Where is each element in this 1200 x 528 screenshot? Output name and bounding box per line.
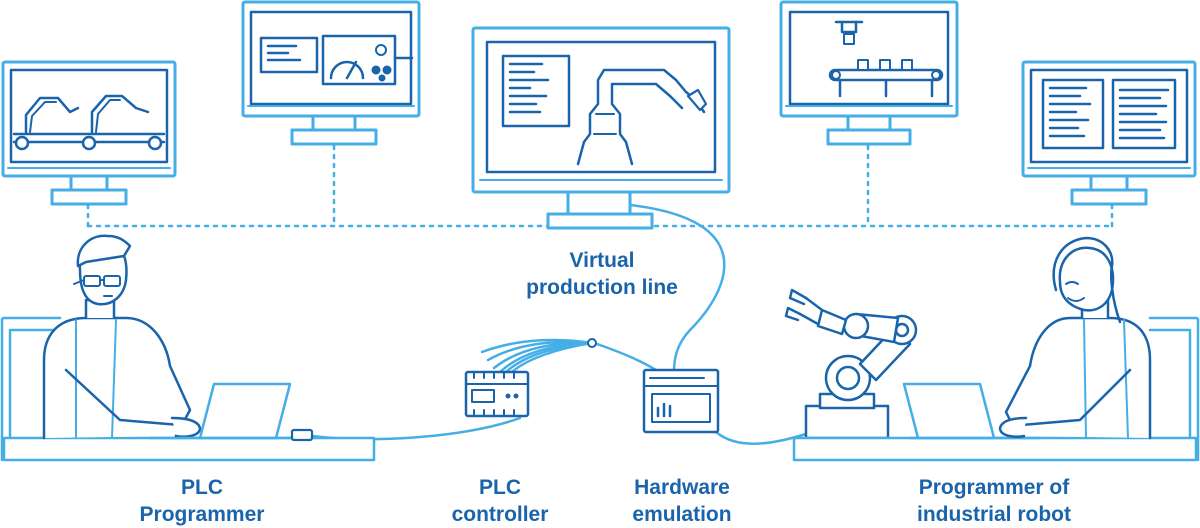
person-icon xyxy=(998,236,1152,440)
label-plc-programmer: PLC Programmer xyxy=(112,474,292,528)
laptop-icon xyxy=(148,382,298,440)
monitor-gauge-icon xyxy=(241,0,421,146)
label-line: PLC xyxy=(181,476,223,499)
person-icon xyxy=(42,234,202,440)
label-hardware-emulation: Hardware emulation xyxy=(607,474,757,528)
monitor-code-icon xyxy=(1021,60,1197,206)
plc-module-icon xyxy=(464,370,530,418)
label-line: industrial robot xyxy=(917,503,1071,526)
connection-cables xyxy=(310,203,808,445)
laptop-icon xyxy=(902,382,1042,440)
monitor-conveyor-icon xyxy=(779,0,959,146)
label-line: Hardware xyxy=(634,476,730,499)
emulator-box-icon xyxy=(642,368,720,434)
cable-junction-icon xyxy=(587,338,597,348)
label-plc-controller: PLC controller xyxy=(430,474,570,528)
usb-plug-icon xyxy=(290,428,314,442)
label-line: PLC xyxy=(479,476,521,499)
monitor-robot-arm-icon xyxy=(471,26,731,230)
label-robot-programmer: Programmer of industrial robot xyxy=(894,474,1094,528)
label-line: Virtual xyxy=(569,249,635,272)
label-line: controller xyxy=(451,503,549,526)
label-line: production line xyxy=(526,276,678,299)
label-virtual-production-line: Virtual production line xyxy=(502,247,702,301)
label-line: Programmer of xyxy=(918,476,1070,499)
monitor-robots-icon xyxy=(1,60,177,206)
right-desk xyxy=(792,316,1200,462)
label-line: Programmer xyxy=(139,503,265,526)
industrial-robot-icon xyxy=(784,288,918,440)
label-line: emulation xyxy=(632,503,732,526)
